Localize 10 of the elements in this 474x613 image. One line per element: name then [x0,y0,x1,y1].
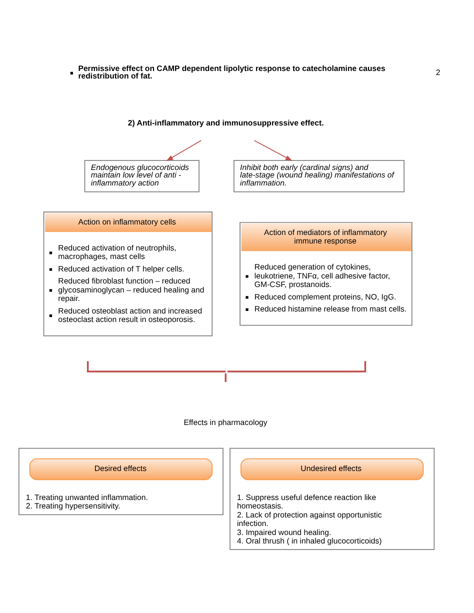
node-box: Endogenous glucocorticoids maintain low level of anti - inflammatory action [84,160,200,192]
node-box: Undesired effects [240,458,424,480]
arrow [254,140,292,160]
arrow [166,140,202,161]
label: 2 [436,68,440,77]
node-box: Desired effects [29,458,213,480]
node-box: Inhibit both early (cardinal signs) and late-stage (wound healing) manifestations of inflammation. [234,160,404,192]
node-text: 2) Anti-inflammatory and immunosuppressive effect. [128,118,324,128]
label: Permissive effect on CAMP dependent lipolytic response to catecholamine causes redistribution of fat. [78,63,386,80]
label: Effects in pharmacology [184,417,268,426]
